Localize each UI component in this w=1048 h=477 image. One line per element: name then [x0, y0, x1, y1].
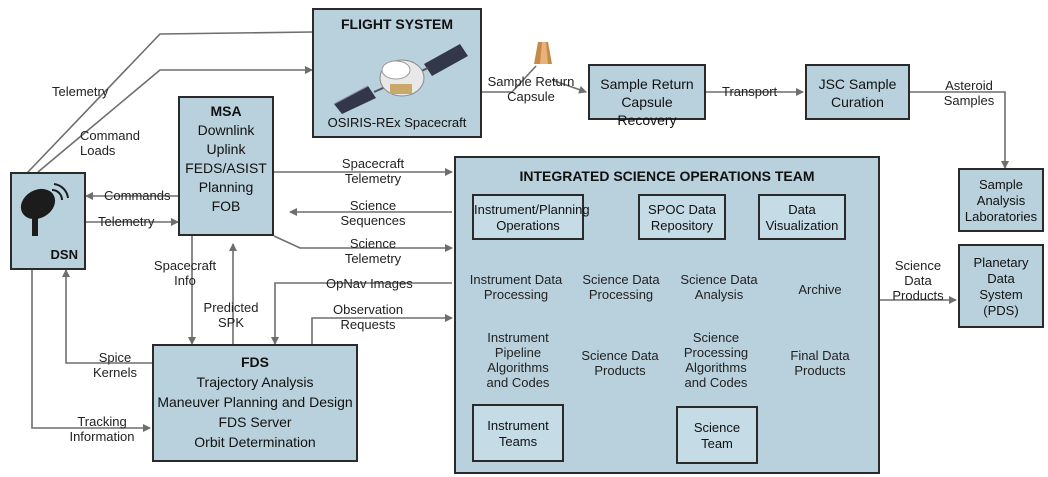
flight-system-caption: OSIRIS-REx Spacecraft [327, 115, 467, 130]
flow-label-commands: Commands [104, 188, 171, 203]
fds-item: Maneuver Planning and Design [157, 394, 353, 410]
fds-box: FDS Trajectory Analysis Maneuver Plannin… [152, 344, 358, 462]
msa-item: FEDS/ASIST [185, 160, 267, 176]
msa-item: Planning [198, 179, 254, 195]
msa-box: MSA Downlink Uplink FEDS/ASIST Planning … [178, 96, 274, 236]
instrument-planning-box: Instrument/Planning Operations [472, 194, 590, 240]
sample-labs-box: Sample Analysis Laboratories [958, 168, 1044, 232]
instrument-teams-box: Instrument Teams [472, 404, 564, 462]
spacecraft-icon [333, 44, 468, 114]
flight-system-box: FLIGHT SYSTEM OSIRIS-REx Spacecraft [312, 8, 482, 138]
msa-item: Downlink [197, 122, 255, 138]
satellite-dish-icon [20, 183, 69, 236]
flow-label-telemetry-dsn: Telemetry [98, 214, 155, 229]
dsn-box: DSN [10, 172, 86, 270]
flow-label-opnav-images: OpNav Images [326, 276, 413, 291]
flight-system-title: FLIGHT SYSTEM [341, 16, 453, 32]
archive-label: Archive [798, 282, 842, 297]
msa-title: MSA [210, 103, 242, 119]
pds-box: Planetary Data System (PDS) [958, 244, 1044, 328]
dsn-title: DSN [50, 247, 78, 262]
flow-label-transport: Transport [722, 84, 778, 99]
capsule-recovery-box: Sample Return Capsule Recovery [588, 64, 706, 128]
msa-item: Uplink [206, 141, 246, 157]
science-team-box: Science Team [676, 406, 758, 464]
isot-title: INTEGRATED SCIENCE OPERATIONS TEAM [519, 168, 815, 184]
flow-label-telemetry-top: Telemetry [52, 84, 109, 99]
spoc-repository-box: SPOC Data Repository [638, 194, 726, 240]
data-visualization-box: Data Visualization [758, 194, 846, 240]
capsule-icon [534, 42, 552, 64]
jsc-curation-box: JSC Sample Curation [805, 64, 910, 120]
fds-title: FDS [241, 354, 269, 370]
fds-item: FDS Server [218, 414, 292, 430]
fds-item: Trajectory Analysis [196, 374, 314, 390]
msa-item: FOB [211, 198, 241, 214]
fds-item: Orbit Determination [194, 434, 316, 450]
